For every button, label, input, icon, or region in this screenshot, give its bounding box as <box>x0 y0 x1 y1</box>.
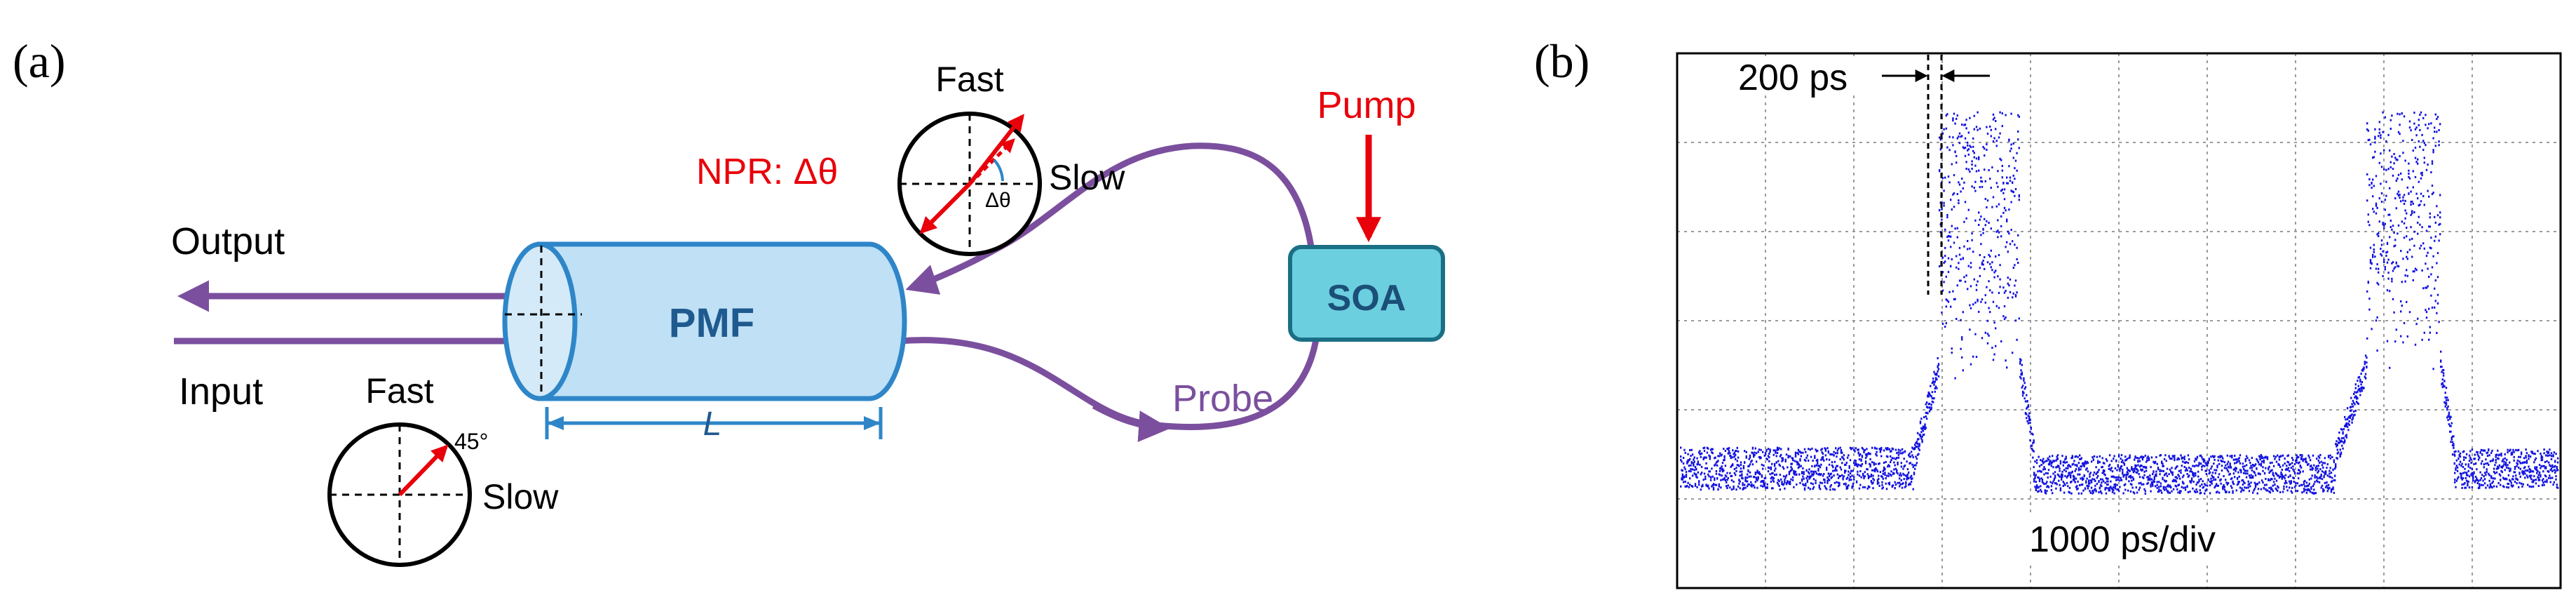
pump-label: Pump <box>1317 84 1416 126</box>
soa-label: SOA <box>1327 278 1406 319</box>
pmf-label: PMF <box>669 300 754 346</box>
bottom-angle-label: 45° <box>454 429 488 454</box>
length-dimension: L <box>545 406 883 443</box>
bottom-slow-label: Slow <box>482 477 559 516</box>
input-label: Input <box>179 371 263 413</box>
pulse-width-label-bg <box>1736 56 1876 95</box>
pmf-cylinder: PMF <box>502 241 907 401</box>
scope-frame <box>1676 52 2562 589</box>
timebase-label: 1000 ps/div <box>2029 519 2216 560</box>
scope-trace <box>1680 111 2559 495</box>
panel-a-label: (a) <box>13 34 65 88</box>
soa-box: SOA <box>1288 245 1445 342</box>
bottom-fast-label: Fast <box>365 371 433 411</box>
top-angle-label: Δθ <box>985 189 1011 212</box>
probe-direction-arrow <box>1092 403 1170 443</box>
return-fiber-arrow <box>905 142 1315 295</box>
panel-b-label: (b) <box>1534 34 1589 88</box>
timebase-label-bg <box>2026 516 2237 561</box>
top-polarization-circle: Fast Slow Δθ <box>897 60 1125 256</box>
scope-grid <box>1677 53 2561 588</box>
top-fast-label: Fast <box>935 60 1003 99</box>
output-label: Output <box>171 220 285 262</box>
probe-label: Probe <box>1172 378 1273 420</box>
length-label: L <box>703 406 722 443</box>
panel-a-diagram: (a) Output Input Probe PMF L <box>13 34 1445 567</box>
npr-label: NPR: Δθ <box>696 152 838 192</box>
noise-trace <box>1680 111 2559 495</box>
top-slow-label: Slow <box>1049 158 1125 197</box>
bottom-polarization-circle: Fast Slow 45° <box>327 371 559 567</box>
pulse-width-label: 200 ps <box>1738 58 1848 98</box>
panel-b-oscilloscope: (b) 200 ps 1000 ps/div <box>1534 34 2562 589</box>
